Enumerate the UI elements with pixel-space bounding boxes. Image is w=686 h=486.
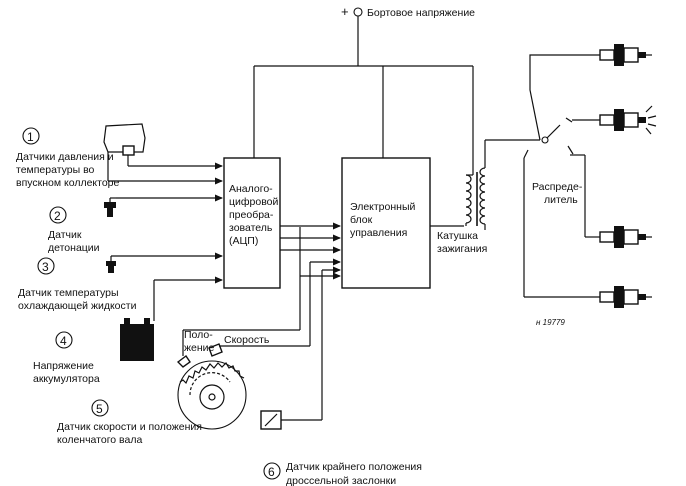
adc-to-ecu-links — [280, 222, 341, 254]
supply-plus-sign: + — [341, 4, 349, 19]
ecu-label-line-1: Электронный — [350, 201, 416, 213]
speed-pickup-icon — [208, 343, 223, 357]
sensor-1-label-line-1: Датчики давления и — [16, 151, 114, 163]
distributor-rotor-pivot — [541, 136, 549, 144]
supply-terminal: + Бортовое напряжение — [341, 4, 475, 19]
sensor-3-label-line-1: Датчик температуры — [18, 287, 119, 299]
sensor-3: 3 Датчик температуры охлаждающей жидкост… — [18, 252, 223, 312]
pressure-sensor-box — [122, 145, 135, 156]
sensor-6-label-line-1: Датчик крайнего положения — [286, 461, 422, 473]
crank-position-label-line-1: Поло- — [184, 329, 213, 341]
sensor-1-label-line-3: впускном коллекторе — [16, 177, 120, 189]
crank-position-label-line-2: жение — [184, 342, 215, 354]
position-pickup-icon — [176, 354, 191, 368]
supply-terminal-circle — [353, 7, 363, 17]
coil-label-line-1: Катушка — [437, 230, 478, 242]
ecu-block: Электронный блок управления — [341, 157, 431, 289]
sensor-2-number-circle — [49, 206, 67, 224]
spark-plug-1 — [599, 44, 652, 66]
sensor-1-number-circle — [22, 127, 40, 145]
adc-label-line-2: цифровой — [229, 196, 278, 208]
crank-wheel-icon — [177, 360, 247, 430]
sensor-6: 6 Датчик крайнего положения дроссельной … — [260, 266, 422, 486]
sensor-4-number: 4 — [60, 334, 67, 348]
intake-manifold-sensor-icon — [103, 123, 146, 153]
spark-plug-icon — [599, 286, 652, 308]
sensor-4: 4 Напряжение аккумулятора — [33, 276, 223, 385]
knock-sensor-icon — [104, 202, 116, 217]
sensor-5-label-line-2: коленчатого вала — [57, 434, 142, 446]
crank-speed-label: Скорость — [224, 334, 270, 346]
spark-plug-3 — [599, 226, 652, 248]
distributor-label-line-1: Распреде- — [532, 181, 583, 193]
sensor-2: 2 Датчик детонации — [48, 194, 223, 254]
drawing-code: н 19779 — [536, 318, 565, 327]
sensor-6-label-line-2: дроссельной заслонки — [286, 475, 396, 486]
coil-label-line-2: зажигания — [437, 243, 487, 255]
battery-icon — [120, 318, 154, 361]
sensor-1-number: 1 — [27, 130, 34, 144]
spark-plug-4 — [599, 286, 652, 308]
sensor-4-label-line-1: Напряжение — [33, 360, 94, 372]
sensor-6-number: 6 — [268, 465, 275, 479]
sensor-1-label-line-2: температуры во — [16, 164, 95, 176]
sensor-3-number-circle — [37, 257, 55, 275]
spark-plug-firing-icon — [599, 105, 657, 135]
spark-plug-icon — [599, 226, 652, 248]
sensor-5: Поло- жение Скорость 5 Датчик скорости и… — [57, 227, 341, 446]
sensor-4-number-circle — [55, 331, 73, 349]
sensor-4-label-line-2: аккумулятора — [33, 373, 100, 385]
adc-label-line-3: преобра- — [229, 209, 274, 221]
spark-plug-icon — [599, 44, 652, 66]
supply-bus — [253, 16, 474, 175]
sensor-2-label-line-2: детонации — [48, 242, 100, 254]
spark-plug-2 — [599, 105, 657, 135]
sensor-3-number: 3 — [42, 260, 49, 274]
sensor-5-number-circle — [91, 399, 109, 417]
throttle-switch-icon — [260, 410, 282, 430]
coolant-sensor-icon — [106, 261, 116, 273]
adc-label-line-4: зователь — [229, 222, 273, 234]
distributor-label-line-2: литель — [544, 194, 578, 206]
adc-label-line-1: Аналого- — [229, 183, 273, 195]
sensor-3-label-line-2: охлаждающей жидкости — [18, 300, 137, 312]
distributor: Распреде- литель — [523, 54, 600, 298]
sensor-5-label-line-1: Датчик скорости и положения — [57, 421, 202, 433]
sensor-6-number-circle — [263, 462, 281, 480]
sensor-2-label-line-1: Датчик — [48, 229, 82, 241]
ecu-label-line-3: управления — [350, 227, 407, 239]
adc-block: Аналого- цифровой преобра- зователь (АЦП… — [223, 157, 281, 289]
supply-label: Бортовое напряжение — [367, 7, 475, 19]
sensor-2-number: 2 — [54, 209, 61, 223]
coil-primary-winding-icon — [465, 174, 472, 224]
sensor-1: 1 Датчики давления и температуры во впус… — [16, 123, 223, 189]
coil-secondary-winding-icon — [479, 167, 486, 225]
ignition-coil: Катушка зажигания — [430, 139, 540, 255]
adc-label-line-5: (АЦП) — [229, 235, 258, 247]
ecu-label-line-2: блок — [350, 214, 373, 226]
sensor-5-number: 5 — [96, 402, 103, 416]
